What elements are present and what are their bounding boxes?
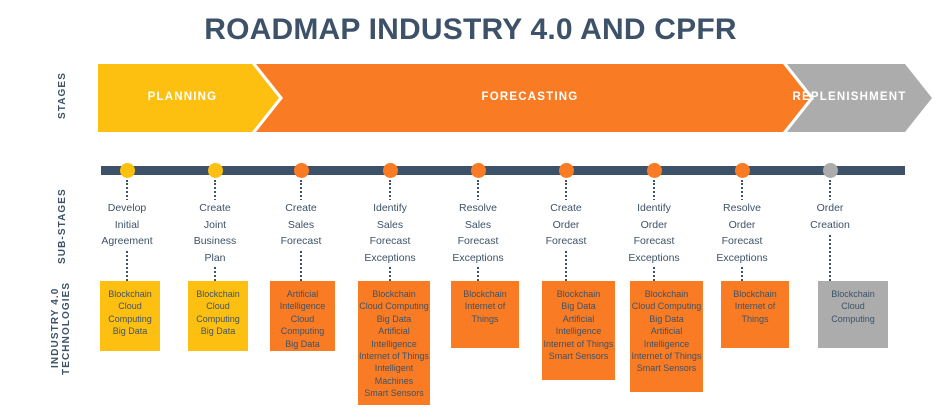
- sub-stage-label-line: Forecast: [696, 233, 788, 250]
- timeline-dot[interactable]: [293, 163, 309, 178]
- technology-box[interactable]: Blockchain Cloud Computing Big Data Arti…: [630, 281, 703, 392]
- sub-stage-label-line: Exceptions: [344, 249, 436, 266]
- sub-stage-label-line: Business: [169, 233, 261, 250]
- sub-stage-label-line: Identify: [608, 200, 700, 217]
- stage-label-replenishment: REPLENISHMENT: [792, 91, 907, 103]
- timeline-dot[interactable]: [119, 163, 135, 178]
- stage-arrow-forecasting[interactable]: [256, 64, 810, 132]
- sub-stage-label-line: Develop: [81, 200, 173, 217]
- row-label-industry-technologies: INDUSTRY 4.0 TECHNOLOGIES: [50, 281, 72, 375]
- sub-stage-label-line: Exceptions: [696, 249, 788, 266]
- sub-stage-label-line: Create: [169, 200, 261, 217]
- sub-stage-label-line: Agreement: [81, 233, 173, 250]
- sub-stage-label-line: Order: [520, 216, 612, 233]
- technology-box[interactable]: Blockchain Cloud Computing Big Data Arti…: [358, 281, 430, 405]
- technology-box[interactable]: Blockchain Internet of Things: [721, 281, 789, 348]
- page-title: ROADMAP INDUSTRY 4.0 AND CPFR: [204, 13, 737, 46]
- timeline-track: [101, 166, 905, 175]
- sub-stage-label-line: Identify: [344, 200, 436, 217]
- sub-stage-label-line: Joint: [169, 216, 261, 233]
- row-label-sub-stages: SUB-STAGES: [57, 188, 68, 264]
- timeline-dot[interactable]: [734, 163, 750, 178]
- stages-arrow-bar: [98, 64, 932, 132]
- technology-box[interactable]: Blockchain Cloud Computing Big Data: [188, 281, 248, 351]
- technology-box[interactable]: Artificial Intelligence Cloud Computing …: [270, 281, 335, 351]
- sub-stage-label-line: Exceptions: [432, 249, 524, 266]
- technology-box[interactable]: Blockchain Big Data Artificial Intellige…: [542, 281, 615, 380]
- sub-stage-label-line: Sales: [344, 216, 436, 233]
- sub-stage-label-line: Create: [255, 200, 347, 217]
- stage-arrow-replenishment[interactable]: [787, 64, 932, 132]
- sub-stage-label-line: Sales: [255, 216, 347, 233]
- sub-stage-label-line: Resolve: [696, 200, 788, 217]
- sub-stage-label-line: Creation: [784, 216, 876, 233]
- timeline-dot[interactable]: [646, 163, 662, 178]
- sub-stage-label-line: Forecast: [520, 233, 612, 250]
- technology-box[interactable]: Blockchain Cloud Computing: [818, 281, 888, 348]
- sub-stage-label-line: Plan: [169, 249, 261, 266]
- stage-label-forecasting: FORECASTING: [481, 91, 579, 103]
- timeline-dot[interactable]: [822, 163, 838, 178]
- sub-stage-label-line: Exceptions: [608, 249, 700, 266]
- sub-stage-label-line: Sales: [432, 216, 524, 233]
- sub-stage-label-line: Forecast: [432, 233, 524, 250]
- sub-stage-label-line: Forecast: [255, 233, 347, 250]
- sub-stage-label-line: Forecast: [344, 233, 436, 250]
- technology-box[interactable]: Blockchain Cloud Computing Big Data: [100, 281, 160, 351]
- sub-stage-label-line: Order: [696, 216, 788, 233]
- timeline-dot[interactable]: [470, 163, 486, 178]
- sub-stage-label-line: Order: [784, 200, 876, 217]
- sub-stage-label-line: Forecast: [608, 233, 700, 250]
- timeline-dot[interactable]: [207, 163, 223, 178]
- sub-stage-label-line: Create: [520, 200, 612, 217]
- stage-label-planning: PLANNING: [147, 91, 218, 103]
- technology-box[interactable]: Blockchain Internet of Things: [451, 281, 519, 348]
- stage-arrow-planning[interactable]: [98, 64, 279, 132]
- sub-stage-label-line: Initial: [81, 216, 173, 233]
- sub-stage-label-line: Resolve: [432, 200, 524, 217]
- timeline-dot[interactable]: [558, 163, 574, 178]
- sub-stage-label-line: Order: [608, 216, 700, 233]
- timeline-dot[interactable]: [382, 163, 398, 178]
